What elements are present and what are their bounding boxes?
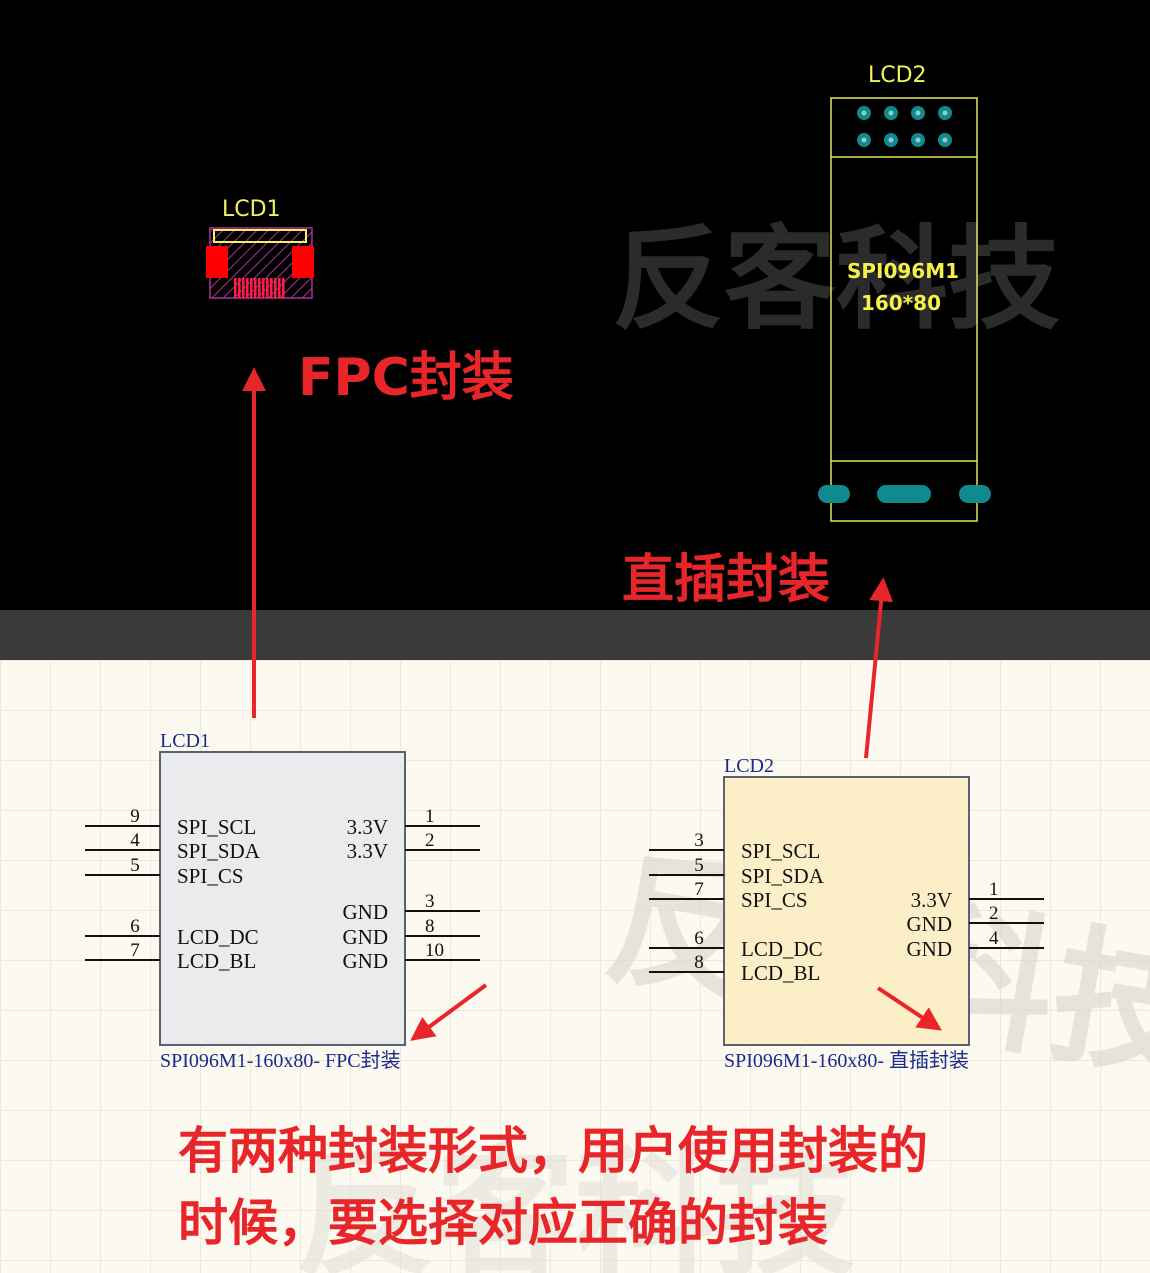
fpc-pad: [262, 278, 265, 298]
pin-number: 7: [694, 879, 704, 900]
header-drill: [861, 137, 867, 143]
arrow-lcd2-to-through-hole: [864, 577, 894, 759]
view-divider: [0, 610, 1150, 660]
header-drill: [888, 110, 894, 116]
pin-name: 3.3V: [347, 815, 388, 839]
pin-number: 5: [130, 855, 140, 876]
fpc-pad: [270, 278, 273, 298]
bottom-watermark-text: 反客科技: [295, 1133, 855, 1273]
pcb-view: [0, 0, 1150, 610]
arrow-lcd1-footprint: [410, 983, 488, 1041]
through-hole-callout: 直插封装: [622, 550, 830, 610]
pin-number: 8: [425, 916, 435, 937]
fpc-silk-outline: [213, 229, 307, 243]
pin-name: 3.3V: [911, 888, 952, 912]
fpc-pad: [266, 278, 269, 298]
lcd1-footprint: SPI096M1-160x80- FPC封装: [160, 1049, 401, 1072]
lcd2-left-pins: 3 SPI_SCL 5 SPI_SDA 7 SPI_CS 6 LCD_DC 8 LCD_BL: [649, 830, 825, 985]
pin-name: SPI_CS: [741, 888, 808, 912]
pin-number: 4: [989, 928, 999, 949]
fpc-pad: [242, 278, 245, 298]
fpc-pad: [250, 278, 253, 298]
header-drill: [888, 137, 894, 143]
lcd2-designator: LCD2: [724, 755, 774, 777]
lcd2-body: [723, 776, 970, 1046]
fpc-pad: [234, 278, 237, 298]
header-drill: [942, 137, 948, 143]
pin-name: GND: [907, 912, 953, 936]
pin-name: LCD_BL: [741, 961, 820, 985]
pin-number: 5: [694, 855, 704, 876]
lcd2-mount-pad-center: [877, 485, 931, 503]
note-line-2: 时候，要选择对应正确的封装: [178, 1194, 828, 1252]
pin-number: 8: [694, 952, 704, 973]
pcb-watermark: 反客科技: [612, 215, 1060, 345]
fpc-callout: FPC封装: [298, 348, 514, 408]
pin-name: SPI_SCL: [177, 815, 256, 839]
fpc-mount-pad-right: [292, 246, 314, 278]
pin-name: GND: [343, 925, 389, 949]
watermark-text: 反客科技: [612, 215, 1060, 345]
pin-number: 1: [425, 806, 435, 827]
lcd2-silk-resolution: 160*80: [861, 291, 941, 315]
pin-name: LCD_DC: [741, 937, 823, 961]
header-drill: [861, 110, 867, 116]
lcd2-mount-pad-left: [818, 485, 850, 503]
pin-name: GND: [907, 937, 953, 961]
pin-number: 1: [989, 879, 999, 900]
lcd2-outline: [830, 97, 978, 522]
lcd2-through-hole-footprint: LCD2 SPI096M1 160*80: [818, 63, 991, 522]
lcd2-pcb-label: LCD2: [868, 63, 927, 88]
pin-number: 7: [130, 940, 140, 961]
pin-number: 3: [694, 830, 704, 851]
lcd2-header-pads: [857, 106, 952, 147]
fpc-pad: [246, 278, 249, 298]
pin-number: 2: [425, 830, 435, 851]
pin-number: 10: [425, 940, 444, 961]
pin-name: SPI_SCL: [741, 839, 820, 863]
lcd2-footprint: SPI096M1-160x80- 直插封装: [724, 1049, 969, 1072]
lcd1-fpc-footprint: LCD1: [206, 197, 314, 299]
fpc-pad: [238, 278, 241, 298]
lcd1-left-pins: 9 SPI_SCL 4 SPI_SDA 5 SPI_CS 6 LCD_DC 7 LCD_BL: [85, 806, 261, 973]
fpc-signal-pads: [234, 278, 285, 298]
fpc-pad: [258, 278, 261, 298]
fpc-pad: [274, 278, 277, 298]
pin-number: 4: [130, 830, 140, 851]
note-line-1: 有两种封装形式，用户使用封装的: [178, 1122, 928, 1180]
pin-number: 9: [130, 806, 140, 827]
pin-name: GND: [343, 900, 389, 924]
pin-number: 2: [989, 903, 999, 924]
fpc-mount-pad-left: [206, 246, 228, 278]
lcd2-mount-pad-right: [959, 485, 991, 503]
pin-number: 6: [130, 916, 140, 937]
header-drill: [915, 137, 921, 143]
lcd1-body: [159, 751, 406, 1046]
pin-name: LCD_DC: [177, 925, 259, 949]
pin-name: 3.3V: [347, 839, 388, 863]
pin-number: 6: [694, 928, 704, 949]
lcd2-symbol: LCD2 3 SPI_SCL 5 SPI_SDA 7 SPI_CS 6 LCD_DC 8 LCD_…: [649, 755, 1044, 1072]
fpc-pad: [254, 278, 257, 298]
pin-name: LCD_BL: [177, 949, 256, 973]
header-drill: [942, 110, 948, 116]
lcd1-pcb-label: LCD1: [222, 197, 281, 222]
pin-name: GND: [343, 949, 389, 973]
lcd1-symbol: LCD1 9 SPI_SCL 4 SPI_SDA 5 SPI_CS 6 LCD_DC 7 LCD_…: [85, 730, 480, 1072]
lcd2-silk-model: SPI096M1: [847, 259, 959, 283]
lcd1-designator: LCD1: [160, 730, 210, 752]
pin-name: SPI_SDA: [177, 839, 261, 863]
pin-name: SPI_CS: [177, 864, 244, 888]
fpc-pad: [278, 278, 281, 298]
arrow-lcd2-footprint: [876, 986, 942, 1031]
pin-name: SPI_SDA: [741, 864, 825, 888]
pin-number: 3: [425, 891, 435, 912]
header-drill: [915, 110, 921, 116]
fpc-pad: [282, 278, 285, 298]
